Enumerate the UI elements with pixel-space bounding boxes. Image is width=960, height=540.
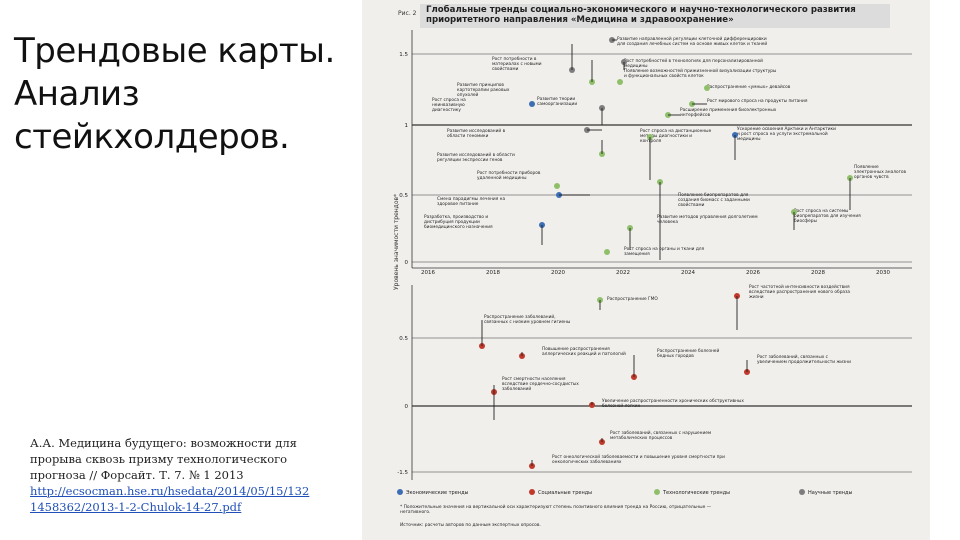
figure-number: Рис. 2 [398, 10, 417, 17]
year-tick-label: 2026 [746, 270, 760, 276]
legend-label: Технологические тренды [662, 490, 730, 496]
top-trend-marker [529, 101, 535, 107]
bottom-trend-label: Распространение заболеваний,связанных с … [484, 313, 571, 325]
bottom-trend-label: Рост частотной интенсивности воздействия… [749, 283, 850, 300]
top-trend-label: Рост потребностей в технологиях для перс… [624, 57, 763, 69]
y-axis-label: Уровень значимости трендов* [393, 194, 400, 290]
top-trend-label: Распространение «умных» девайсов [707, 83, 791, 90]
top-trend-label: Рост мирового спроса на продукты питания [707, 98, 808, 104]
source-caption: А.А. Медицина будущего: возможности для … [30, 435, 340, 515]
legend-label: Экономические тренды [406, 490, 469, 496]
caption-link-line-2[interactable]: 1458362/2013-1-2-Chulok-14-27.pdf [30, 500, 242, 514]
top-tick-label: 1.5 [399, 52, 408, 58]
top-trend-label: Появление возможностей прижизненной визу… [624, 67, 777, 79]
bottom-tick-label: 0 [405, 404, 409, 410]
bottom-trend-label: Рост заболеваний, связанных с нарушением… [610, 429, 711, 441]
bottom-trend-label: Рост онкологической заболеваемости и пов… [552, 453, 725, 465]
year-tick-label: 2018 [486, 270, 500, 276]
year-tick-label: 2028 [811, 270, 825, 276]
caption-text: А.А. Медицина будущего: возможности для … [30, 436, 297, 482]
top-tick-label: 0.5 [399, 193, 408, 199]
slide-title-line-3: стейкхолдеров. [14, 117, 290, 157]
year-tick-label: 2016 [421, 270, 435, 276]
bottom-trend-label: Увеличение распространенности хронически… [602, 398, 744, 409]
figure-title-box [420, 4, 890, 28]
slide-title-line-2: Анализ [14, 74, 140, 114]
year-tick-label: 2020 [551, 270, 565, 276]
top-trend-marker [604, 249, 610, 255]
legend-label: Социальные тренды [538, 490, 592, 496]
trend-map-svg: 1.5 1 0.5 0 2016 2018 2020 2022 2024 2026 2028 2030… [393, 30, 912, 528]
year-tick-label: 2024 [681, 270, 695, 276]
year-tick-label: 2022 [616, 270, 630, 276]
figure-footnote: * Положительные значения на вертикальной… [400, 503, 712, 515]
year-tick-label: 2030 [876, 270, 890, 276]
figure-title: Глобальные тренды социально-экономическо… [426, 5, 856, 25]
top-trend-marker [617, 79, 623, 85]
top-trend-marker [554, 183, 560, 189]
top-trend-label: Развитие направленной регуляции клеточно… [617, 35, 767, 47]
top-trend-marker [704, 85, 710, 91]
trend-map-figure: Рис. 2 Глобальные тренды социально-эконо… [362, 0, 930, 540]
legend-marker [397, 489, 403, 495]
top-tick-label: 1 [405, 123, 409, 129]
figure-source: Источник: расчеты авторов по данным эксп… [400, 522, 541, 528]
bottom-tick-label: 0.5 [399, 336, 408, 342]
figure-header: Рис. 2 Глобальные тренды социально-эконо… [362, 4, 930, 28]
bottom-tick-label: -1.5 [397, 470, 408, 476]
legend-marker [799, 489, 805, 495]
top-tick-label: 0 [405, 260, 409, 266]
legend-label: Научные тренды [808, 490, 853, 496]
legend-marker [529, 489, 535, 495]
legend-marker [654, 489, 660, 495]
caption-link-line-1[interactable]: http://ecsocman.hse.ru/hsedata/2014/05/1… [30, 484, 310, 498]
slide-title: Трендовые карты. Анализ стейкхолдеров. [14, 30, 344, 159]
slide-title-line-1: Трендовые карты. [14, 31, 335, 71]
bottom-trend-label: Распространение ГМО [607, 296, 658, 302]
